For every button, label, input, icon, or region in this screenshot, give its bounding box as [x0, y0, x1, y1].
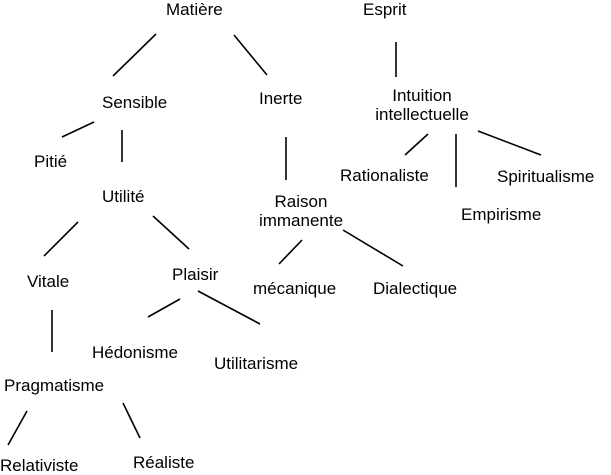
node-intuition-intellectuelle: Intuition intellectuelle — [358, 86, 486, 124]
node-esprit: Esprit — [363, 0, 407, 19]
node-realiste: Réaliste — [133, 453, 195, 472]
node-utilitarisme: Utilitarisme — [214, 354, 299, 373]
edge-plaisir-hedonisme — [147, 298, 181, 318]
edge-raison-mecanique — [278, 239, 303, 265]
node-matiere: Matière — [166, 0, 223, 19]
node-pragmatisme: Pragmatisme — [4, 376, 105, 395]
node-intuition-line1: Intuition — [392, 86, 452, 105]
edge-intuition-rationaliste — [404, 133, 429, 156]
edge-raison-dialectique — [342, 229, 404, 267]
node-hedonisme: Hédonisme — [92, 343, 178, 362]
edge-utilite-vitale — [43, 221, 79, 257]
node-vitale: Vitale — [27, 272, 70, 291]
node-raison-immanente: Raison immanente — [250, 192, 352, 230]
node-plaisir: Plaisir — [172, 265, 219, 284]
node-relativiste: Relativiste — [0, 456, 79, 475]
node-mecanique: mécanique — [253, 279, 337, 298]
edge-sensible-pitie — [61, 121, 95, 138]
node-pitie: Pitié — [34, 152, 68, 171]
node-spiritualisme: Spiritualisme — [497, 167, 595, 186]
edge-utilite-plaisir — [152, 215, 190, 250]
node-intuition-line2: intellectuelle — [375, 105, 469, 124]
edge-pragmatisme-realiste — [122, 402, 141, 439]
node-inerte: Inerte — [259, 89, 303, 108]
node-raison-line1: Raison — [274, 192, 328, 211]
node-empirisme: Empirisme — [461, 205, 542, 224]
edge-matiere-sensible — [112, 33, 157, 77]
node-utilite: Utilité — [102, 187, 145, 206]
node-raison-line2: immanente — [258, 211, 344, 230]
edge-pragmatisme-relativiste — [7, 410, 28, 446]
node-rationaliste: Rationaliste — [340, 166, 429, 185]
node-dialectique: Dialectique — [373, 279, 458, 298]
edge-matiere-inerte — [233, 34, 268, 76]
node-sensible: Sensible — [102, 93, 168, 112]
edge-intuition-spiritualisme — [477, 130, 542, 156]
edge-plaisir-utilitarisme — [197, 290, 261, 325]
